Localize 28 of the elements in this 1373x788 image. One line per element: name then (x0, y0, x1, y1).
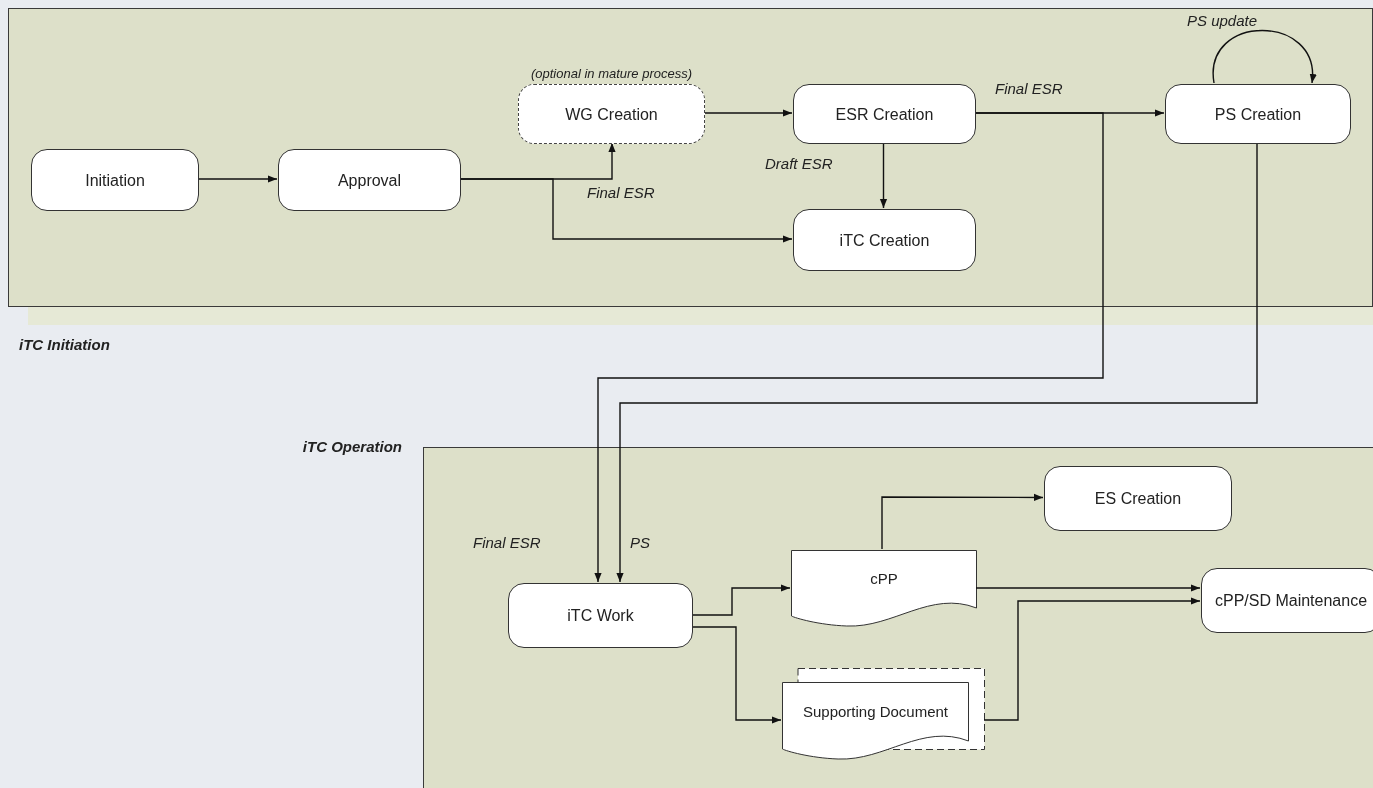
arrow (703, 109, 793, 117)
process-box: iTC Creation (793, 209, 976, 271)
edge-label: PS update (1185, 12, 1260, 30)
lane-title: iTC Operation (302, 437, 402, 457)
node-note: (optional in mature process) (529, 66, 694, 82)
arrow (879, 142, 888, 209)
document-stack-shape (782, 668, 985, 763)
process-box: ES Creation (1044, 466, 1232, 531)
arrow (975, 584, 1201, 592)
node-label: cPP (870, 570, 898, 588)
process-box: Initiation (31, 149, 199, 211)
process-box: Approval (278, 149, 461, 211)
process-box: ESR Creation (793, 84, 976, 144)
arrow (197, 175, 278, 183)
arrow (616, 142, 1258, 583)
arrow (881, 493, 1044, 550)
node-label: Supporting Document (802, 702, 949, 721)
process-box: PS Creation (1165, 84, 1351, 144)
process-box: cPP/SD Maintenance (1201, 568, 1373, 633)
arrow (459, 178, 793, 243)
arrow (594, 112, 1104, 583)
arrow (1212, 29, 1316, 84)
document-shape (791, 550, 977, 630)
lane-title: iTC Initiation (19, 335, 110, 355)
arrow (983, 597, 1201, 721)
arrow (691, 626, 782, 724)
arrow (691, 584, 791, 616)
process-box: iTC Work (508, 583, 693, 648)
